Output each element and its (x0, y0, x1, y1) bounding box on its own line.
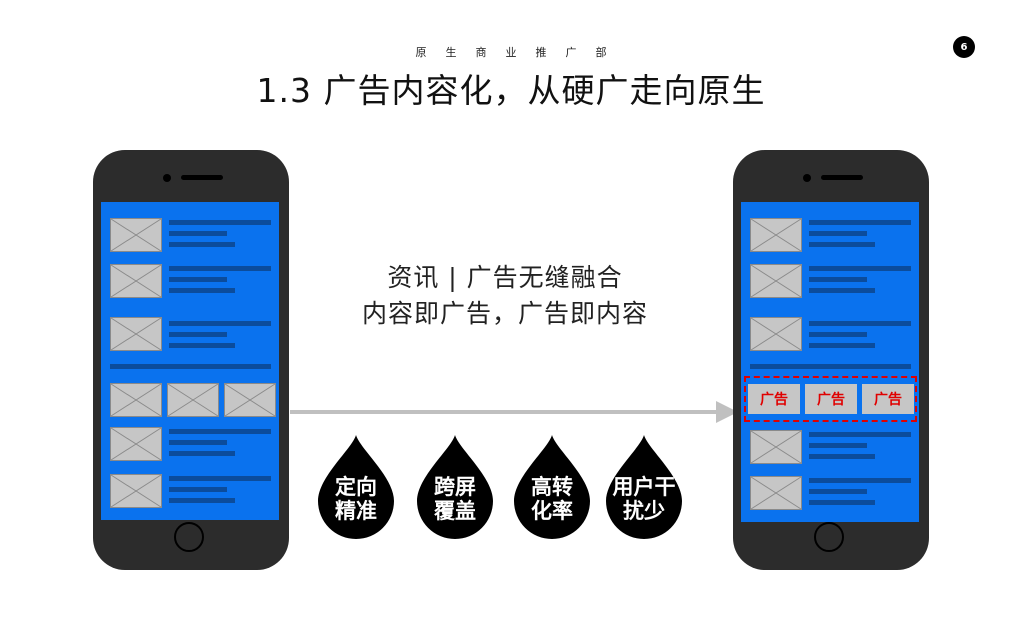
text-line-placeholder (809, 220, 911, 225)
image-placeholder-icon (110, 474, 162, 508)
right-phone-screen: 广告 广告 广告 (741, 202, 919, 522)
feature-drop-3: 高转化率 (512, 435, 592, 539)
center-line-2: 内容即广告，广告即内容 (361, 299, 648, 328)
text-line-placeholder (169, 277, 227, 282)
ad-tile: 广告 (862, 384, 914, 414)
text-line-placeholder (809, 266, 911, 271)
drop-label: 高转化率 (531, 475, 573, 523)
text-line-placeholder (809, 321, 911, 326)
right-phone: 广告 广告 广告 (733, 150, 929, 570)
text-line-placeholder (169, 451, 235, 456)
image-placeholder-icon (110, 218, 162, 252)
text-line-placeholder (809, 432, 911, 437)
image-placeholder-icon (110, 383, 162, 417)
image-placeholder-icon (750, 218, 802, 252)
text-line-placeholder (169, 429, 271, 434)
image-placeholder-icon (224, 383, 276, 417)
text-line-placeholder (169, 231, 227, 236)
text-line-placeholder (809, 500, 875, 505)
text-line-placeholder (169, 332, 227, 337)
page-number-badge: 6 (953, 36, 975, 58)
text-line-placeholder (809, 332, 867, 337)
drop-label: 用户干扰少 (612, 475, 676, 523)
text-line-placeholder (169, 220, 271, 225)
divider-line (750, 364, 911, 369)
ad-tile: 广告 (805, 384, 857, 414)
text-line-placeholder (169, 487, 227, 492)
text-line-placeholder (169, 321, 271, 326)
image-placeholder-icon (750, 317, 802, 351)
speaker-grille (181, 175, 223, 180)
center-line-1: 资讯 | 广告无缝融合 (387, 263, 623, 292)
divider-line (110, 364, 271, 369)
section-subtitle: 原生商业推广部 (415, 46, 626, 59)
arrow-shaft (290, 410, 720, 414)
image-placeholder-icon (750, 430, 802, 464)
speaker-grille (821, 175, 863, 180)
text-line-placeholder (169, 266, 271, 271)
text-line-placeholder (169, 288, 235, 293)
text-line-placeholder (809, 454, 875, 459)
text-line-placeholder (169, 498, 235, 503)
image-placeholder-icon (750, 264, 802, 298)
text-line-placeholder (169, 476, 271, 481)
image-placeholder-icon (110, 427, 162, 461)
image-placeholder-icon (750, 476, 802, 510)
camera-icon (803, 174, 811, 182)
drop-shape-icon (514, 435, 590, 539)
text-line-placeholder (809, 231, 867, 236)
text-line-placeholder (809, 443, 867, 448)
drop-label: 定向精准 (335, 475, 377, 523)
text-line-placeholder (809, 478, 911, 483)
left-phone (93, 150, 289, 570)
home-button (174, 522, 204, 552)
feature-drop-1: 定向精准 (316, 435, 396, 539)
text-line-placeholder (809, 489, 867, 494)
arrow-right-icon (716, 401, 738, 423)
image-placeholder-icon (167, 383, 219, 417)
page-title: 1.3 广告内容化，从硬广走向原生 (256, 71, 766, 110)
text-line-placeholder (809, 343, 875, 348)
camera-icon (163, 174, 171, 182)
ad-tile: 广告 (748, 384, 800, 414)
text-line-placeholder (809, 288, 875, 293)
text-line-placeholder (169, 343, 235, 348)
image-placeholder-icon (110, 317, 162, 351)
text-line-placeholder (809, 277, 867, 282)
drop-shape-icon (318, 435, 394, 539)
image-placeholder-icon (110, 264, 162, 298)
feature-drop-2: 跨屏覆盖 (415, 435, 495, 539)
text-line-placeholder (169, 440, 227, 445)
text-line-placeholder (809, 242, 875, 247)
drop-shape-icon (606, 435, 682, 539)
feature-drop-4: 用户干扰少 (604, 435, 684, 539)
native-ad-highlight (744, 376, 917, 422)
drop-label: 跨屏覆盖 (434, 475, 476, 523)
text-line-placeholder (169, 242, 235, 247)
left-phone-screen (101, 202, 279, 520)
home-button (814, 522, 844, 552)
drop-shape-icon (417, 435, 493, 539)
